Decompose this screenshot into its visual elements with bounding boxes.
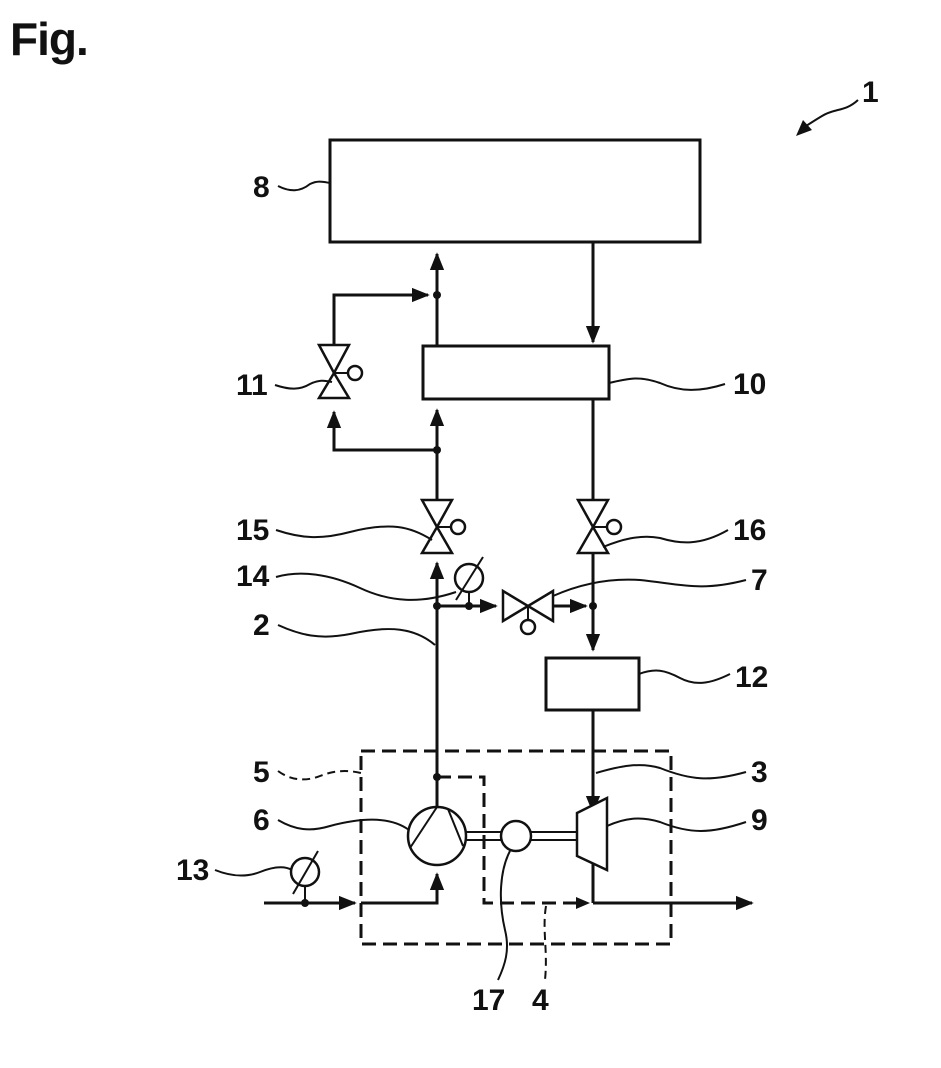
compressor-inlet-line	[361, 874, 437, 903]
leader-6	[278, 820, 409, 830]
leader-4	[545, 906, 546, 980]
motor-icon	[501, 821, 531, 851]
leader-13	[215, 867, 292, 875]
bypass-upper-line	[334, 295, 428, 345]
reference-leader	[800, 100, 858, 130]
compressor-icon	[408, 807, 466, 865]
actuator-icon	[521, 620, 535, 634]
leader-8	[278, 182, 330, 191]
leader-16	[603, 530, 728, 547]
inlet-line: 13	[176, 851, 437, 907]
leader-14	[276, 574, 456, 600]
label-11: 11	[236, 369, 268, 402]
leader-10	[609, 378, 725, 389]
electric-motor-17: 17	[472, 821, 531, 1017]
reference-arrow-icon	[796, 120, 812, 136]
label-15: 15	[236, 514, 269, 547]
valve-lower-triangle	[319, 373, 349, 398]
label-5: 5	[253, 756, 270, 789]
recirculation-arrow-icon	[576, 897, 590, 909]
humidifier-bypass: 11	[236, 291, 441, 454]
leader-7	[553, 580, 746, 596]
label-6: 6	[253, 804, 270, 837]
label-10: 10	[733, 368, 766, 401]
label-12: 12	[735, 661, 768, 694]
bypass-valve-11	[319, 345, 362, 398]
pressure-sensor-14: 14	[236, 557, 483, 606]
water-separator-12: 12	[546, 658, 768, 710]
bypass-lower-line	[334, 412, 437, 450]
junction-dot	[301, 899, 309, 907]
valve-upper-triangle	[422, 500, 452, 527]
actuator-icon	[607, 520, 621, 534]
label-13: 13	[176, 854, 209, 887]
valve-left-triangle	[503, 591, 528, 621]
label-9: 9	[751, 804, 768, 837]
valve-upper-triangle	[578, 500, 608, 527]
junction-dot	[433, 291, 441, 299]
leader-5	[278, 771, 361, 779]
label-14: 14	[236, 560, 270, 593]
separator-box	[546, 658, 639, 710]
actuator-icon	[348, 366, 362, 380]
leader-12	[639, 671, 730, 683]
inlet-shutoff-valve-15: 15	[236, 450, 465, 553]
leader-2	[278, 625, 435, 645]
leader-17	[498, 851, 510, 980]
valve-right-triangle	[528, 591, 553, 621]
actuator-icon	[451, 520, 465, 534]
valve-lower-triangle	[578, 527, 608, 553]
label-17: 17	[472, 984, 505, 1017]
valve-lower-triangle	[422, 527, 452, 553]
system-reference: 1	[796, 76, 879, 136]
leader-15	[276, 526, 432, 540]
outlet-shutoff-valve-16: 16	[578, 399, 766, 553]
label-7: 7	[751, 564, 768, 597]
leader-9	[607, 819, 746, 831]
turbine-icon	[577, 798, 607, 870]
label-3: 3	[751, 756, 768, 789]
label-4: 4	[532, 984, 549, 1017]
label-1: 1	[862, 76, 879, 109]
leader-11	[275, 381, 332, 389]
humidifier: 10	[423, 346, 766, 401]
label-16: 16	[733, 514, 766, 547]
label-2: 2	[253, 609, 270, 642]
label-8: 8	[253, 171, 270, 204]
humidifier-box	[423, 346, 609, 399]
fuel-cell-stack: 8	[253, 140, 700, 242]
valve-upper-triangle	[319, 345, 349, 373]
fuel-cell-stack-box	[330, 140, 700, 242]
